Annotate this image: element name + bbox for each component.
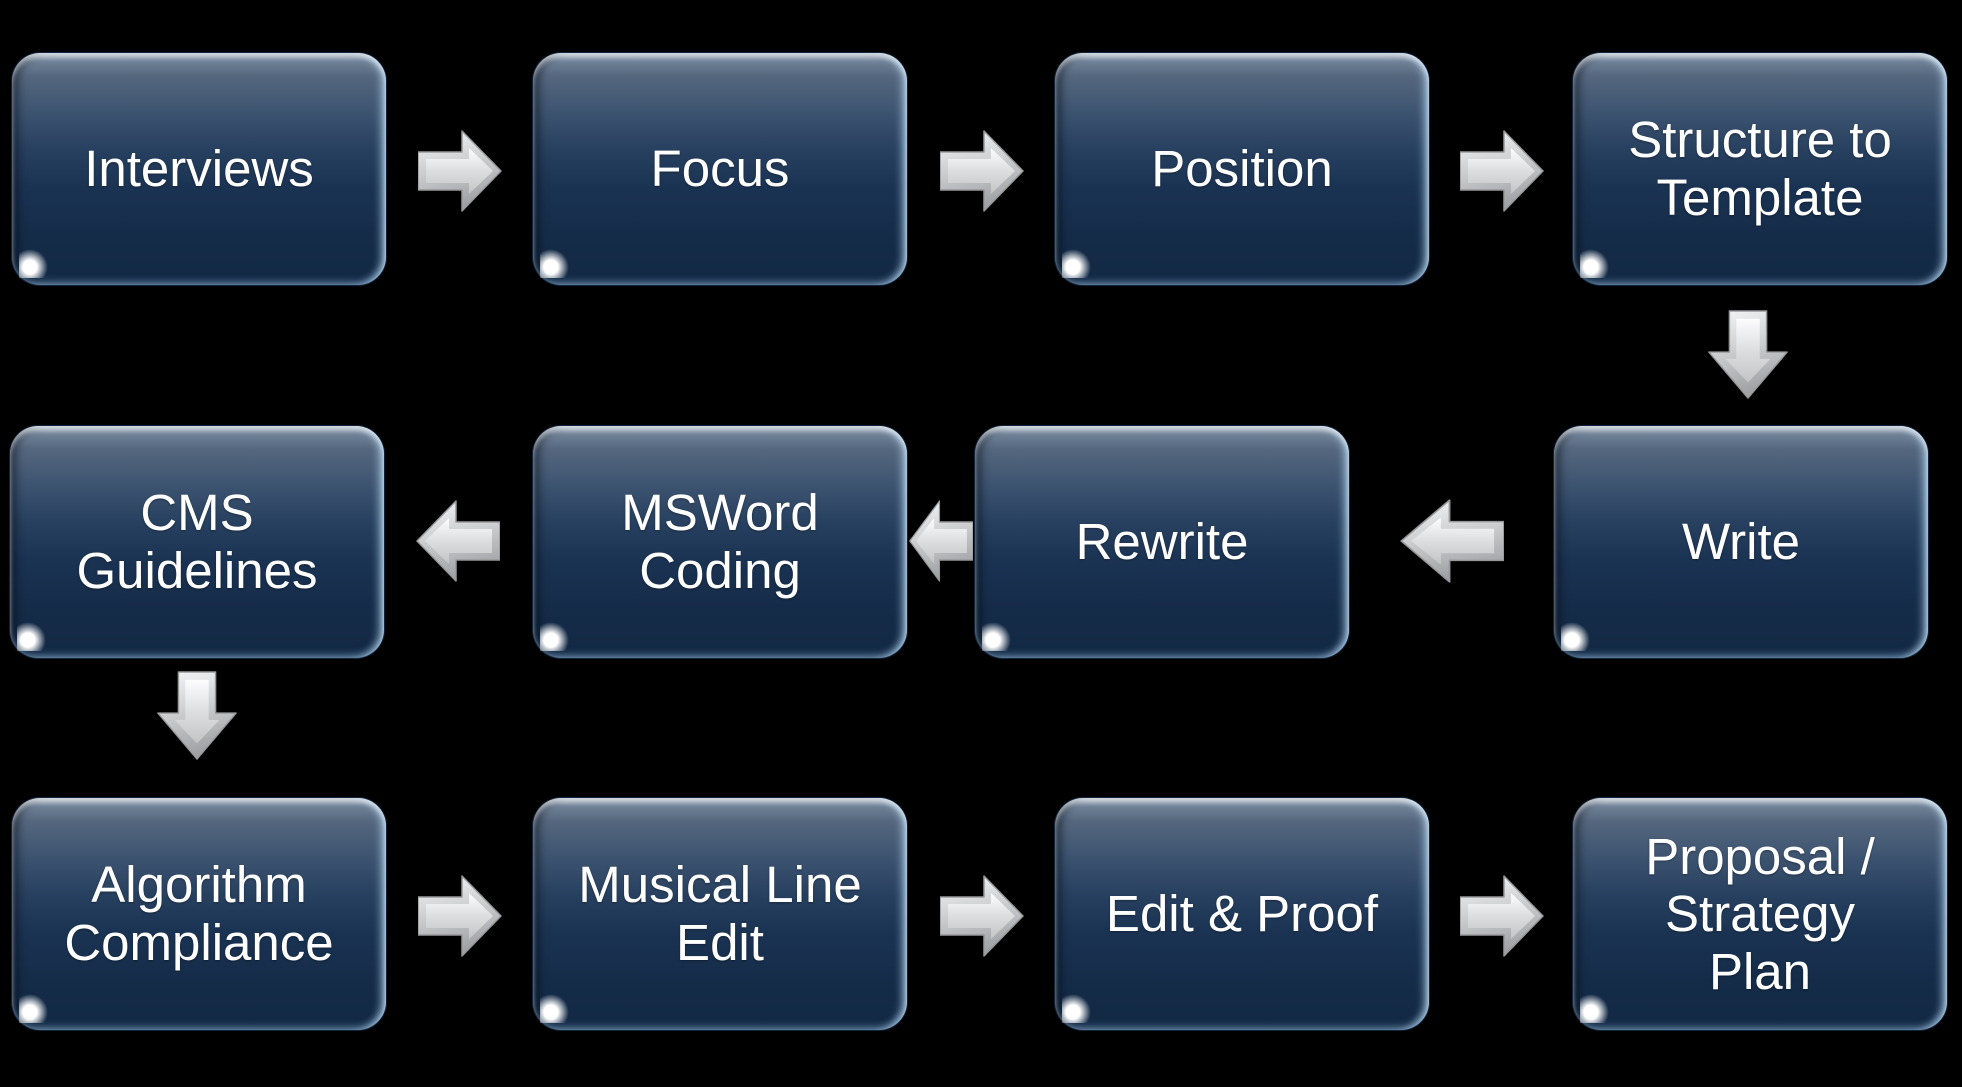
arrow-left-icon xyxy=(416,500,500,582)
arrow-right-icon xyxy=(418,875,502,957)
flow-step-label: Proposal / Strategy Plan xyxy=(1645,827,1875,1000)
flow-step-edit-and-proof: Edit & Proof xyxy=(1055,798,1429,1030)
flow-step-label: CMS Guidelines xyxy=(76,484,318,599)
arrow-left-icon xyxy=(1400,499,1504,583)
arrow-right-icon xyxy=(940,875,1024,957)
flow-step-label: Position xyxy=(1151,140,1333,198)
flow-step-musical-line-edit: Musical Line Edit xyxy=(533,798,907,1030)
flow-step-label: Focus xyxy=(650,140,790,198)
flow-step-msword-coding: MSWord Coding xyxy=(533,426,907,658)
flow-step-proposal-strategy-plan: Proposal / Strategy Plan xyxy=(1573,798,1947,1030)
flow-step-label: MSWord Coding xyxy=(621,484,819,599)
flow-step-write: Write xyxy=(1554,426,1928,658)
flow-step-focus: Focus xyxy=(533,53,907,285)
arrow-down-icon xyxy=(1708,310,1788,399)
arrow-right-icon xyxy=(1460,875,1544,957)
flow-step-label: Algorithm Compliance xyxy=(64,856,334,971)
arrow-right-icon xyxy=(418,130,502,212)
flow-step-label: Rewrite xyxy=(1075,513,1249,571)
flow-step-cms-guidelines: CMS Guidelines xyxy=(10,426,384,658)
flow-step-algorithm-compliance: Algorithm Compliance xyxy=(12,798,386,1030)
arrow-left-icon xyxy=(909,500,973,582)
arrow-right-icon xyxy=(1460,130,1544,212)
arrow-down-icon xyxy=(157,671,237,760)
flow-step-structure-to-template: Structure to Template xyxy=(1573,53,1947,285)
flow-step-interviews: Interviews xyxy=(12,53,386,285)
flow-step-label: Interviews xyxy=(84,140,314,198)
flow-step-label: Edit & Proof xyxy=(1105,885,1379,943)
flow-step-label: Musical Line Edit xyxy=(578,856,862,971)
arrow-right-icon xyxy=(940,130,1024,212)
flow-step-label: Structure to Template xyxy=(1628,111,1892,226)
flow-step-label: Write xyxy=(1681,513,1801,571)
flow-step-rewrite: Rewrite xyxy=(975,426,1349,658)
flow-step-position: Position xyxy=(1055,53,1429,285)
